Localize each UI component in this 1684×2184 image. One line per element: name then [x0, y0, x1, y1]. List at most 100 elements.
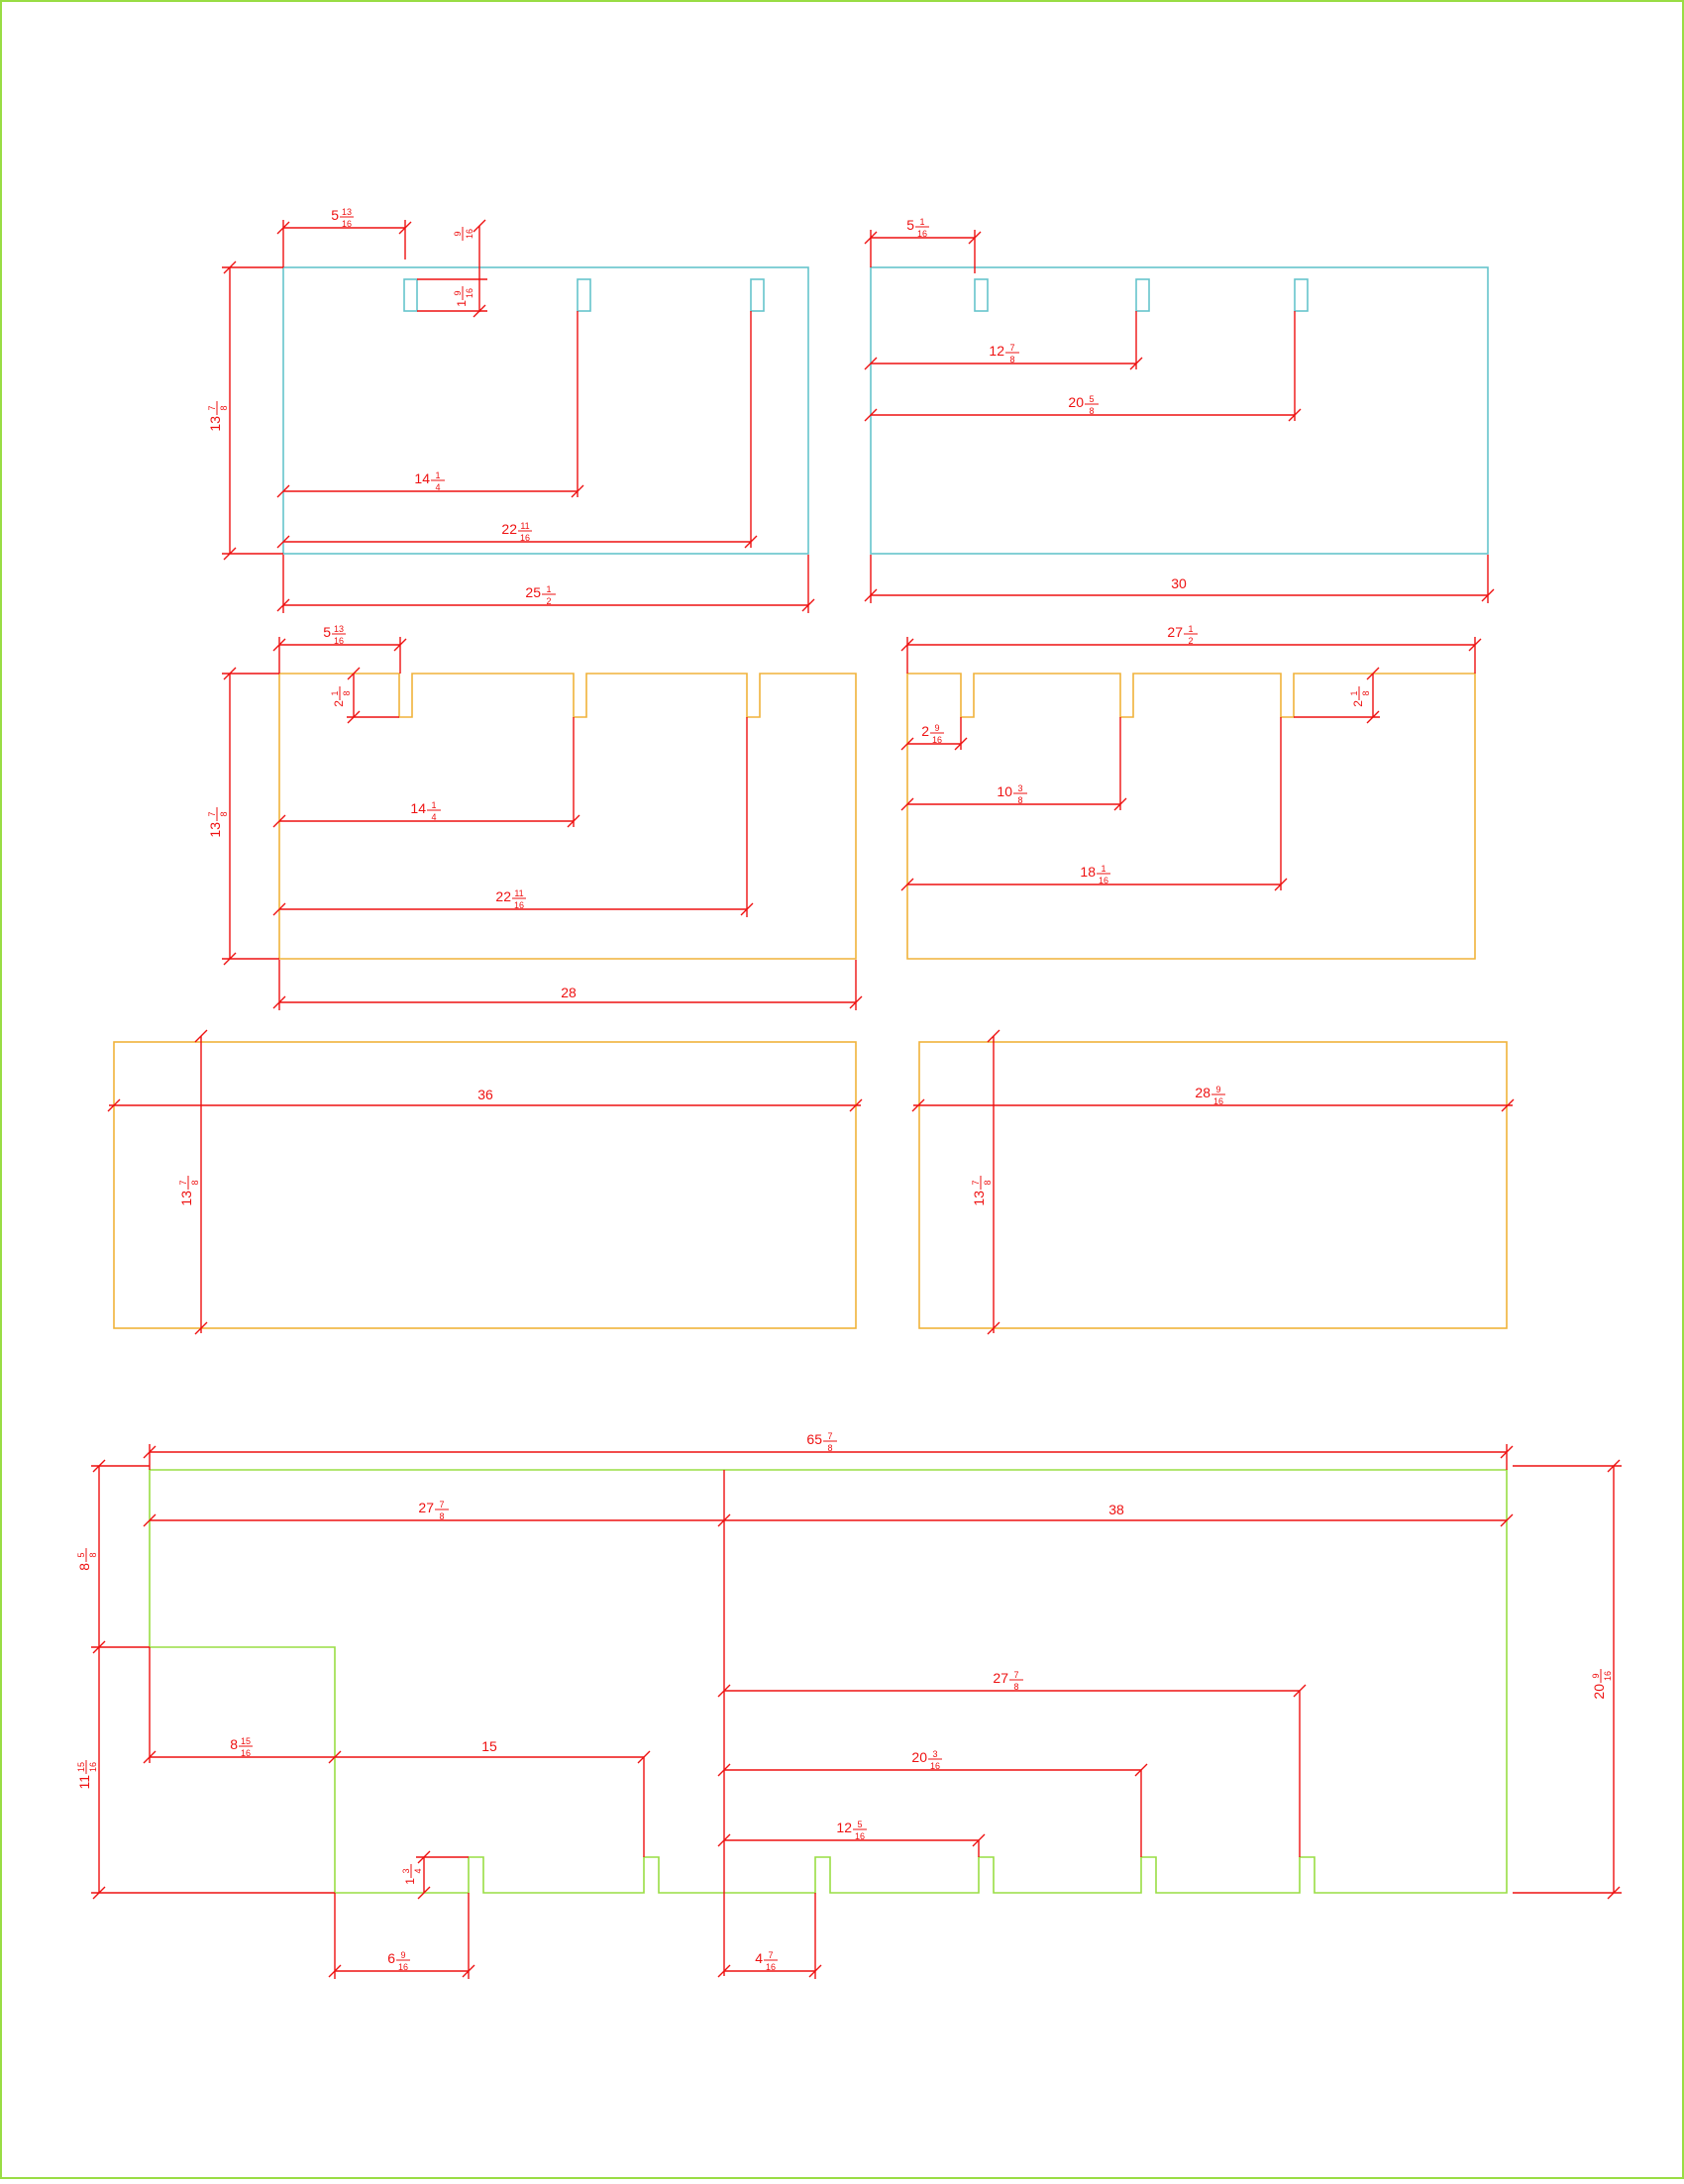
fraction-denominator: 16 — [465, 229, 474, 239]
fraction-whole: 13 — [178, 1191, 194, 1206]
panel-2-outline — [870, 266, 1489, 555]
fraction-numerator: 7 — [207, 405, 217, 410]
panel-2-slot3-label: 20 5 8 — [1068, 394, 1099, 416]
fraction-numerator: 3 — [932, 1749, 937, 1759]
fraction-numerator: 1 — [431, 800, 436, 810]
panel-2-dimensions — [864, 230, 1495, 603]
fraction-whole: 28 — [1195, 1085, 1210, 1100]
fraction-whole: 8 — [76, 1563, 92, 1571]
panel-4-offset-label: 2 9 16 — [921, 723, 944, 745]
fraction-numerator: 1 — [435, 470, 440, 480]
base-total-height-label: 20 9 16 — [1591, 1669, 1613, 1700]
fraction-numerator: 1 — [919, 217, 924, 227]
fraction-denominator: 8 — [1017, 795, 1022, 805]
fraction-numerator: 1 — [1101, 864, 1105, 874]
panel-3 — [278, 673, 857, 960]
panel-2-slot-1 — [974, 278, 989, 312]
base-right-slot3-label: 27 7 8 — [993, 1670, 1023, 1692]
panel-1-slot2-label: 14 1 4 — [414, 470, 445, 492]
panel-3-offset-label: 5 13 16 — [323, 624, 346, 646]
fraction-denominator: 8 — [1089, 406, 1094, 416]
panel-1-slot-width-label: 9 16 — [453, 227, 474, 241]
fraction-numerator: 7 — [827, 1431, 832, 1441]
panel-1-slot-1 — [403, 278, 418, 312]
fraction-denominator: 16 — [520, 533, 530, 543]
fraction-numerator: 1 — [1188, 624, 1193, 634]
fraction-whole: 11 — [76, 1775, 92, 1790]
fraction-denominator: 16 — [855, 1831, 865, 1841]
fraction-whole: 1 — [403, 1878, 417, 1885]
base-right-slot2-label: 20 3 16 — [911, 1749, 942, 1771]
fraction-numerator: 9 — [400, 1950, 405, 1960]
fraction-whole: 20 — [911, 1749, 927, 1765]
panel-1 — [282, 266, 809, 555]
fraction-numerator: 7 — [1013, 1670, 1018, 1680]
fraction-denominator: 8 — [88, 1552, 98, 1557]
fraction-numerator: 15 — [241, 1736, 251, 1746]
fraction-numerator: 7 — [1009, 343, 1014, 353]
base-slot-run-label: 15 — [481, 1738, 497, 1754]
panel-4-slot3-label: 18 1 16 — [1080, 864, 1110, 885]
panel-5 — [113, 1041, 857, 1329]
base-step-width-label: 8 15 16 — [230, 1736, 253, 1758]
base-right-slot1-label: 12 5 16 — [836, 1820, 867, 1841]
fraction-denominator: 16 — [1213, 1096, 1223, 1106]
fraction-denominator: 8 — [1361, 690, 1371, 695]
panel-4 — [906, 673, 1476, 960]
fraction-numerator: 7 — [178, 1180, 188, 1185]
panel-1-height-label: 13 7 8 — [207, 401, 229, 432]
fraction-whole: 1 — [455, 300, 469, 307]
fraction-whole: 22 — [501, 521, 517, 537]
panel-5-dimensions — [107, 1029, 863, 1335]
fraction-numerator: 1 — [330, 690, 340, 695]
panel-6-height-label: 13 7 8 — [971, 1176, 993, 1206]
fraction-numerator: 11 — [520, 521, 529, 531]
fraction-numerator: 9 — [453, 231, 463, 236]
fraction-denominator: 2 — [546, 596, 551, 606]
fraction-whole: 5 — [906, 217, 914, 233]
panel-2-width-label: 30 — [1171, 575, 1187, 591]
fraction-whole: 8 — [230, 1736, 238, 1752]
fraction-whole: 27 — [418, 1500, 434, 1515]
fraction-denominator: 4 — [413, 1868, 423, 1873]
fraction-whole: 13 — [971, 1191, 987, 1206]
fraction-numerator: 13 — [334, 624, 344, 634]
fraction-whole: 65 — [806, 1431, 822, 1447]
fraction-denominator: 16 — [465, 288, 474, 298]
panel-4-notch-label: 2 1 8 — [1349, 686, 1371, 707]
fraction-numerator: 9 — [1215, 1085, 1220, 1094]
base-upper-left-height-label: 8 5 8 — [76, 1548, 98, 1571]
fraction-numerator: 7 — [971, 1180, 981, 1185]
fraction-numerator: 1 — [1349, 690, 1359, 695]
fraction-denominator: 16 — [398, 1962, 408, 1972]
fraction-denominator: 16 — [241, 1748, 251, 1758]
fraction-denominator: 2 — [1188, 636, 1193, 646]
panel-1-outline — [282, 266, 809, 555]
fraction-whole: 18 — [1080, 864, 1096, 880]
fraction-denominator: 8 — [439, 1511, 444, 1521]
fraction-numerator: 3 — [1017, 783, 1022, 793]
fraction-denominator: 8 — [1013, 1682, 1018, 1692]
panel-2-slot-2 — [1135, 278, 1150, 312]
fraction-denominator: 8 — [190, 1180, 200, 1185]
fraction-denominator: 4 — [431, 812, 436, 822]
panel-3-width-label: 28 — [561, 985, 577, 1000]
fraction-whole: 13 — [207, 822, 223, 838]
fraction-denominator: 16 — [1603, 1671, 1613, 1681]
panel-3-dimensions — [222, 637, 863, 1010]
fraction-whole: 27 — [993, 1670, 1008, 1686]
panel-1-slot-2 — [577, 278, 591, 312]
fraction-numerator: 9 — [453, 290, 463, 295]
fraction-denominator: 16 — [334, 636, 344, 646]
fraction-whole: 2 — [1351, 700, 1365, 707]
panel-2 — [870, 266, 1489, 555]
fraction-whole: 12 — [989, 343, 1004, 359]
fraction-numerator: 13 — [342, 207, 352, 217]
panel-4-width-label: 27 1 2 — [1167, 624, 1198, 646]
fraction-denominator: 16 — [917, 229, 927, 239]
fraction-whole: 5 — [323, 624, 331, 640]
fraction-numerator: 3 — [401, 1868, 411, 1873]
fraction-denominator: 8 — [342, 690, 352, 695]
